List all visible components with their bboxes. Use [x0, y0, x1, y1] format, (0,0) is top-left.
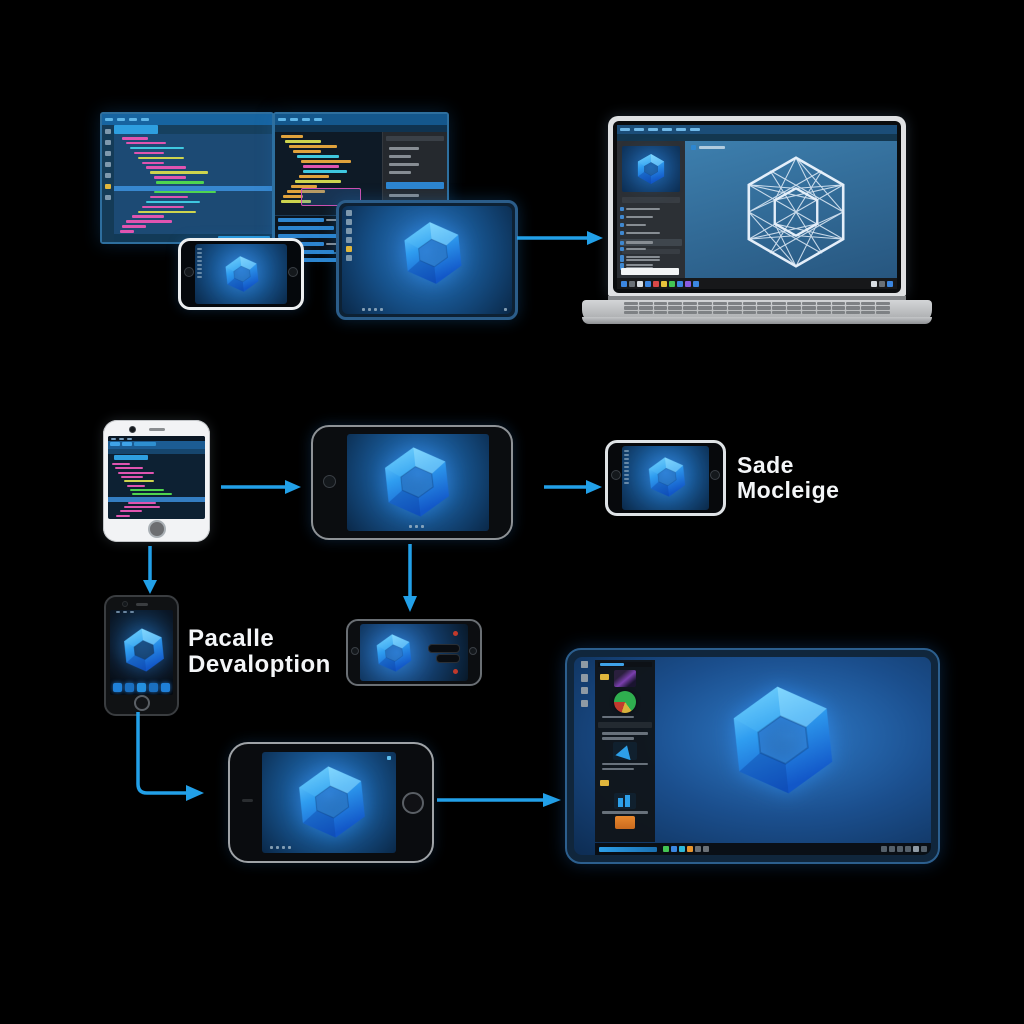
monitor-right-titlebar — [275, 114, 447, 125]
stage-label-right: Sade Mocleige — [737, 453, 839, 503]
bar-chart-thumbnail — [614, 792, 636, 809]
arrow-right-icon — [517, 231, 603, 245]
phone-portrait-code — [103, 420, 210, 542]
laptop — [578, 112, 936, 324]
arrow-right-icon — [544, 480, 602, 494]
laptop-lid — [608, 116, 906, 296]
camera-icon — [184, 267, 194, 277]
camera-icon — [611, 470, 621, 480]
camera-icon — [288, 267, 298, 277]
app-icon — [125, 683, 134, 692]
speaker-icon — [242, 799, 253, 802]
phone-code-screen — [108, 436, 205, 519]
selected-property-row — [386, 182, 444, 189]
stage-label-left: Pacalle Devaloption — [188, 626, 331, 678]
laptop-canvas — [685, 141, 897, 278]
app-icon — [149, 683, 158, 692]
app-icon — [161, 683, 170, 692]
folder-icon — [600, 779, 609, 786]
laptop-tab-row — [617, 134, 897, 141]
tablet-bottom — [565, 648, 940, 864]
arrow-elbow-icon — [136, 712, 204, 801]
phone-landscape-hex-bottom — [228, 742, 434, 863]
active-tab — [114, 125, 158, 134]
sidebar-section-header — [598, 722, 652, 728]
code-area-left — [114, 134, 272, 234]
app-icon — [113, 683, 122, 692]
phone-landscape-small-right — [605, 440, 726, 516]
home-button — [133, 695, 150, 711]
monitor-code-left — [100, 112, 274, 244]
ui-pill — [436, 654, 460, 663]
keyboard — [624, 302, 890, 314]
phone-portrait-hex — [104, 595, 179, 716]
code-area-right — [275, 132, 382, 215]
monitor-left-titlebar — [102, 114, 272, 125]
home-button — [147, 520, 166, 538]
tablet-screen — [574, 657, 931, 855]
tablet-top — [336, 200, 518, 320]
stage-label-left-line1: Pacalle — [188, 625, 275, 652]
ui-pill — [428, 644, 460, 653]
laptop-sidebar — [617, 141, 685, 278]
image-thumbnail — [615, 816, 635, 829]
search-input — [621, 268, 679, 275]
hexagon-logo — [372, 631, 416, 675]
phone-landscape-small-mid — [346, 619, 482, 686]
laptop-hinge — [608, 296, 906, 300]
tablet-taskbar — [595, 843, 931, 855]
progress-bar — [599, 846, 657, 852]
hexagon-logo — [290, 760, 374, 844]
stage-label-left-line2: Devaloption — [188, 651, 331, 678]
arrow-down-icon — [143, 546, 157, 594]
hexagon-logo — [397, 217, 470, 290]
hexagon-logo — [119, 625, 170, 676]
laptop-keyboard-deck — [582, 300, 932, 324]
editor-tabbar — [114, 125, 272, 134]
stage-label-right-line1: Sade — [737, 452, 794, 478]
hexagon-logo — [720, 677, 845, 802]
menu-row — [275, 125, 447, 132]
app-icon — [137, 683, 146, 692]
layer-list — [617, 205, 685, 267]
tablet-sidebar — [595, 660, 655, 842]
arrow-right-icon — [221, 480, 301, 494]
notification-dot — [453, 631, 458, 636]
phone-landscape-hex — [311, 425, 513, 540]
laptop-app-titlebar — [617, 125, 897, 134]
laptop-taskbar — [617, 278, 897, 289]
photo-thumbnail — [614, 670, 636, 687]
phone-hex-screen — [110, 610, 173, 695]
notification-dot — [453, 669, 458, 674]
camera-icon — [323, 475, 336, 488]
home-button — [402, 792, 424, 814]
stage-label-right-line2: Mocleige — [737, 477, 840, 503]
status-tray-icons — [881, 846, 927, 852]
editor-activity-bar-icons — [102, 125, 114, 242]
hexagon-logo — [376, 441, 457, 522]
hexagon-logo — [644, 454, 690, 500]
hexagon-logo — [221, 253, 263, 295]
camera-icon — [129, 426, 136, 433]
chart-thumbnail — [613, 742, 637, 760]
color-wheel-icon — [614, 691, 636, 713]
speaker-icon — [148, 428, 165, 431]
phone-landscape-small-top — [178, 238, 304, 310]
arrow-down-icon — [403, 544, 417, 612]
app-dock — [113, 683, 170, 692]
camera-icon — [710, 470, 720, 480]
hexagon-logo-thumbnail — [622, 146, 680, 192]
arrow-right-icon — [437, 793, 561, 807]
wireframe-hexagon-logo — [737, 153, 855, 271]
